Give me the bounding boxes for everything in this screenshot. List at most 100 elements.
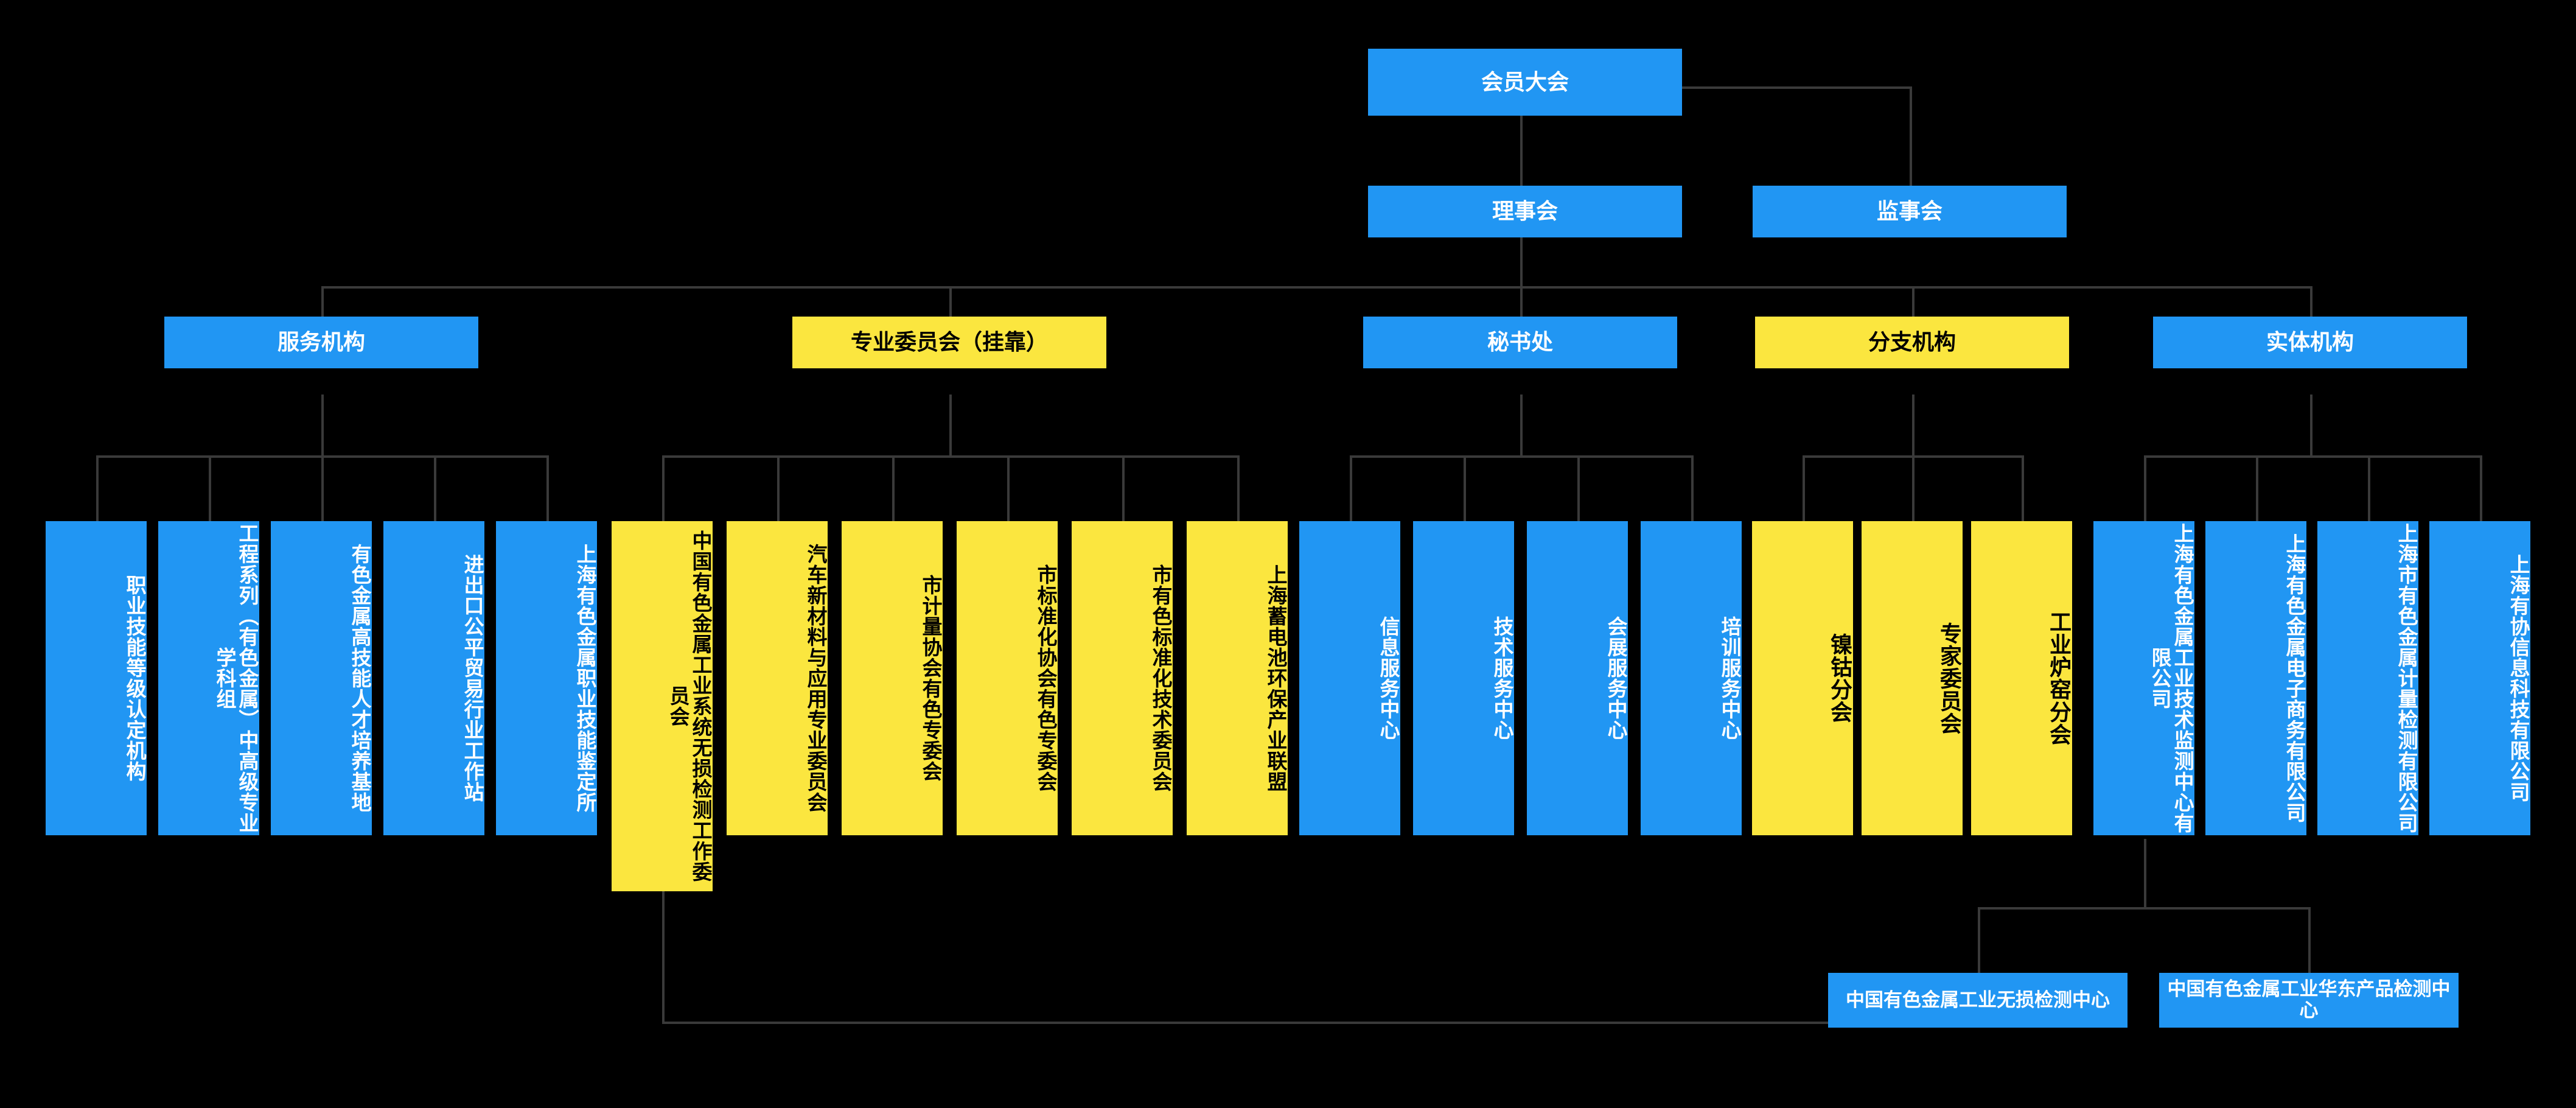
node-label: 中国有色金属工业无损检测中心 [1846,989,2110,1011]
node-nickel-cobalt-branch[interactable]: 镍钴分会 [1752,521,1853,835]
node-label: 培训服务中心 [1719,616,1741,740]
node-high-skilled-talent-training-base[interactable]: 有色金属高技能人才培养基地 [271,521,372,835]
connector-secretariat-child-1 [1350,455,1352,521]
connector-committee-bus [662,455,1237,458]
connector-level3-bus [321,286,2310,289]
connector-branch-child-2 [1912,455,1915,521]
node-vocational-skill-grade-certification[interactable]: 职业技能等级认定机构 [46,521,147,835]
connector-level3-to-entity [2310,286,2312,318]
node-label: 上海有色金属电子商务有限公司 [2283,533,2306,823]
connector-root-to-supervisors-h [1518,86,1912,89]
node-standardization-association-nonferrous-committee[interactable]: 市标准化协会有色专委会 [957,521,1058,835]
connector-secretariat-child-4 [1691,455,1694,521]
node-training-service-center[interactable]: 培训服务中心 [1641,521,1742,835]
connector-branch-drop [1912,394,1915,457]
node-label: 工业炉窑分会 [2047,611,2072,746]
node-label: 汽车新材料与应用专业委员会 [805,544,827,813]
node-industrial-furnace-branch[interactable]: 工业炉窑分会 [1971,521,2072,835]
connector-committee-child-5 [1122,455,1125,521]
node-expert-committee[interactable]: 专家委员会 [1862,521,1963,835]
connector-secretariat-bus [1350,455,1693,458]
connector-committee-child-3 [892,455,895,521]
connector-service-child-1 [96,455,99,521]
node-shanghai-youxie-information-tech-co[interactable]: 上海有协信息科技有限公司 [2429,521,2530,835]
node-label: 实体机构 [2266,329,2354,355]
node-china-nonferrous-east-china-product-testing-center[interactable]: 中国有色金属工业华东产品检测中心 [2159,973,2459,1028]
connector-entity-drop [2310,394,2312,457]
node-label: 监事会 [1876,198,1942,224]
node-label: 中国有色金属工业系统无损检测工作委员会 [667,530,712,882]
node-shanghai-vocational-skill-appraisal-institute[interactable]: 上海有色金属职业技能鉴定所 [496,521,597,835]
node-label: 技术服务中心 [1491,616,1513,740]
connector-secretariat-drop [1520,394,1523,457]
connector-service-drop [321,394,324,457]
node-board-of-supervisors[interactable]: 监事会 [1753,186,2067,237]
node-shanghai-battery-environmental-industry-alliance[interactable]: 上海蓄电池环保产业联盟 [1187,521,1288,835]
node-technical-service-center[interactable]: 技术服务中心 [1413,521,1514,835]
node-label: 服务机构 [277,329,365,355]
connector-service-child-5 [546,455,549,521]
node-label: 市有色标准化技术委员会 [1150,564,1172,792]
node-shanghai-metrology-testing-co[interactable]: 上海市有色金属计量检测有限公司 [2317,521,2418,835]
connector-level3-to-service [321,286,324,318]
node-label: 工程系列（有色金属）中高级专业学科组 [214,523,259,833]
node-label: 上海有色金属工业技术监测中心有限公司 [2149,523,2194,833]
connector-level3-to-committee [949,286,952,318]
connector-service-child-2 [209,455,211,521]
node-members-assembly[interactable]: 会员大会 [1368,49,1682,116]
node-label: 进出口公平贸易行业工作站 [461,554,484,802]
connector-council-drop [1520,236,1523,289]
node-engineering-series-discipline-group[interactable]: 工程系列（有色金属）中高级专业学科组 [158,521,259,835]
node-label: 会展服务中心 [1605,616,1627,740]
node-branch-institutions[interactable]: 分支机构 [1755,317,2069,368]
connector-branch-child-3 [2022,455,2024,521]
node-label: 上海市有色金属计量检测有限公司 [2395,523,2418,833]
node-label: 上海蓄电池环保产业联盟 [1265,564,1287,792]
connector-monitoring-drop [2144,839,2146,910]
node-import-export-fair-trade-workstation[interactable]: 进出口公平贸易行业工作站 [383,521,484,835]
node-china-nonferrous-ndt-center[interactable]: 中国有色金属工业无损检测中心 [1828,973,2127,1028]
connector-ndt-committee-to-center [662,1022,1831,1024]
connector-service-child-4 [434,455,436,521]
connector-level3-to-secretariat [1520,286,1523,318]
node-council[interactable]: 理事会 [1368,186,1682,237]
connector-entity-child-2 [2256,455,2258,521]
node-label: 上海有协信息科技有限公司 [2507,554,2530,802]
node-shanghai-technical-monitoring-center-co[interactable]: 上海有色金属工业技术监测中心有限公司 [2093,521,2194,835]
node-label: 分支机构 [1868,329,1956,355]
connector-branch-child-1 [1803,455,1805,521]
node-china-nonferrous-ndt-working-committee[interactable]: 中国有色金属工业系统无损检测工作委员会 [612,521,713,891]
node-label: 市标准化协会有色专委会 [1035,564,1057,792]
connector-ndt-committee-drop [662,889,665,1024]
connector-service-child-3 [321,455,324,521]
connector-committee-child-1 [662,455,665,521]
node-entity-institutions[interactable]: 实体机构 [2153,317,2467,368]
connector-committee-child-4 [1007,455,1010,521]
node-label: 信息服务中心 [1377,616,1400,740]
connector-entity-child-4 [2480,455,2482,521]
node-exhibition-service-center[interactable]: 会展服务中心 [1527,521,1628,835]
node-shanghai-nonferrous-ecommerce-co[interactable]: 上海有色金属电子商务有限公司 [2205,521,2306,835]
connector-entity-child-3 [2368,455,2370,521]
connector-secretariat-child-3 [1577,455,1580,521]
node-label: 专业委员会（挂靠） [850,329,1048,355]
node-service-institutions[interactable]: 服务机构 [164,317,478,368]
node-label: 职业技能等级认定机构 [124,575,146,782]
node-secretariat[interactable]: 秘书处 [1363,317,1677,368]
node-label: 镍钴分会 [1827,633,1852,723]
node-auto-new-materials-committee[interactable]: 汽车新材料与应用专业委员会 [727,521,828,835]
connector-bottom-child-1 [1978,907,1980,974]
node-professional-committees[interactable]: 专业委员会（挂靠） [792,317,1106,368]
node-information-service-center[interactable]: 信息服务中心 [1299,521,1400,835]
connector-entity-bus [2144,455,2480,458]
node-label: 秘书处 [1487,329,1553,355]
node-nonferrous-standardization-technical-committee[interactable]: 市有色标准化技术委员会 [1072,521,1173,835]
node-label: 理事会 [1492,198,1558,224]
connector-level3-to-branch [1912,286,1915,318]
connector-bottom-bus [1978,907,2311,910]
node-metrology-association-nonferrous-committee[interactable]: 市计量协会有色专委会 [842,521,943,835]
node-label: 市计量协会有色专委会 [920,575,942,782]
node-label: 上海有色金属职业技能鉴定所 [574,544,596,813]
node-label: 专家委员会 [1937,622,1962,735]
